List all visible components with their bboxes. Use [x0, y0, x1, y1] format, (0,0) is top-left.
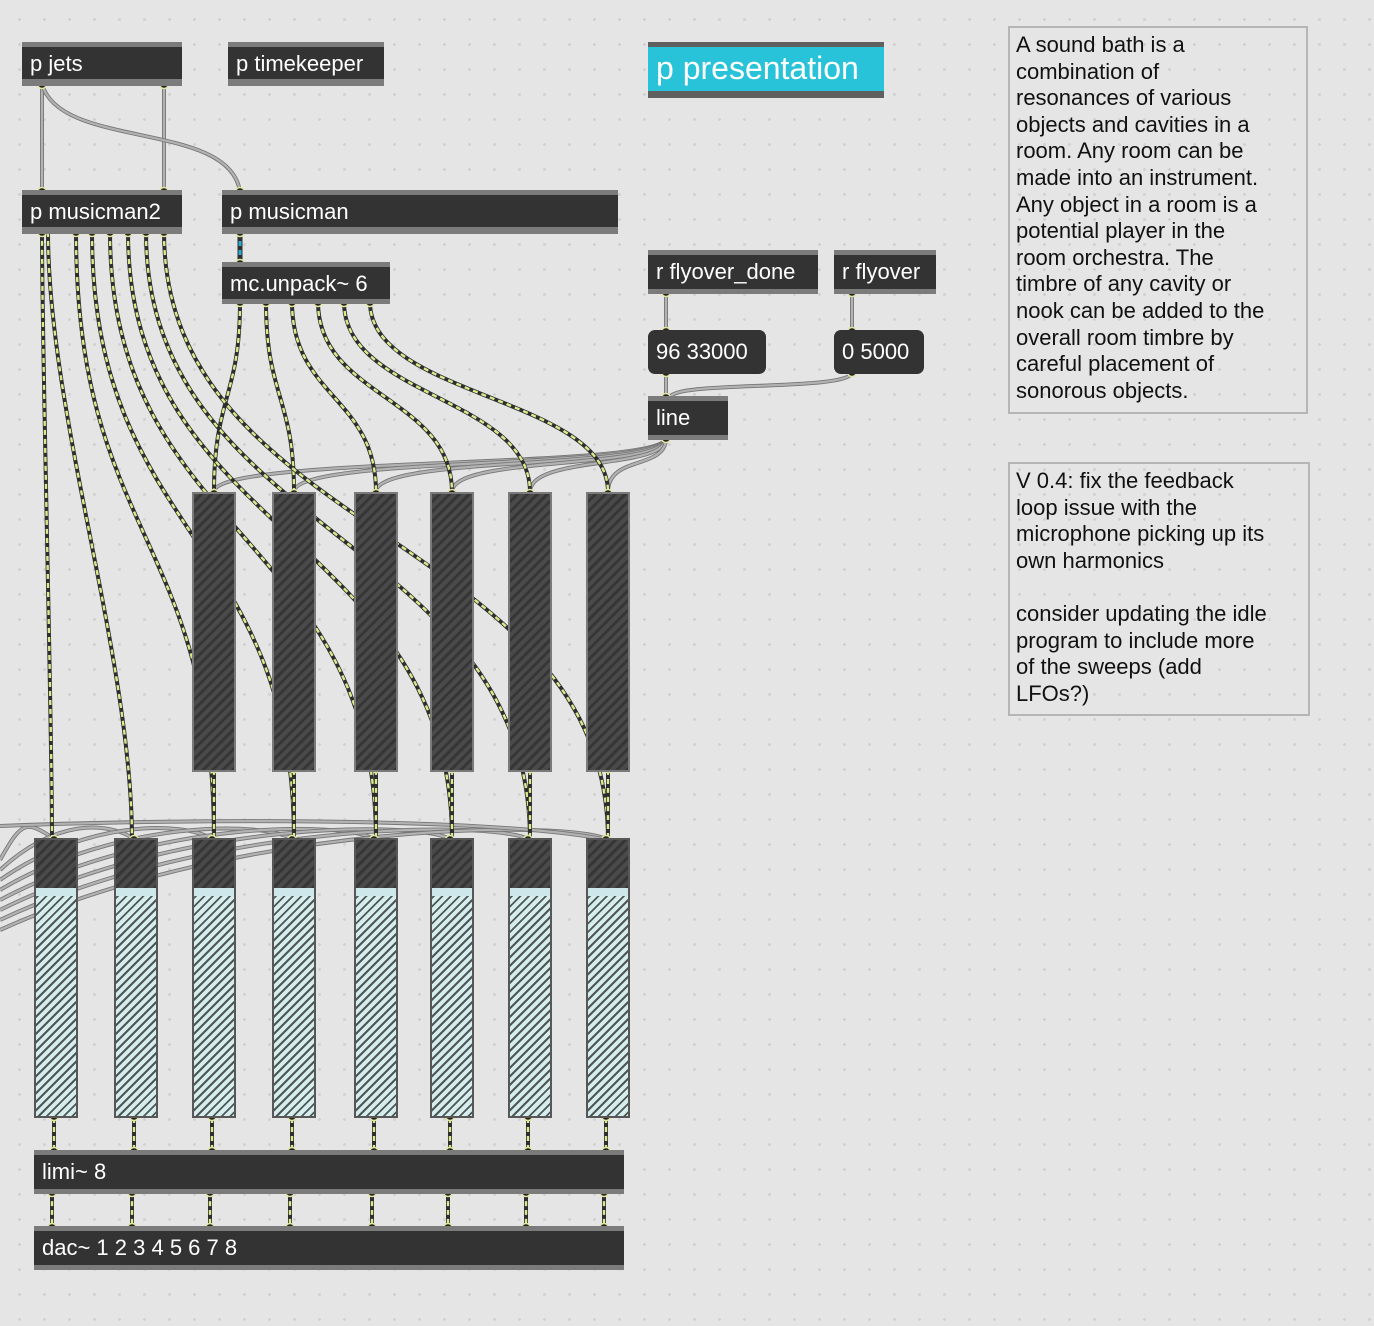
- gain-slider-4[interactable]: [272, 838, 316, 1118]
- comment-line: resonances of various: [1016, 85, 1232, 111]
- gain-slider-1[interactable]: [34, 838, 78, 1118]
- gain-slider-5-empty: [356, 840, 396, 888]
- level-slider-5[interactable]: [508, 492, 552, 772]
- gain-slider-8[interactable]: [586, 838, 630, 1118]
- comment-line: of the sweeps (add: [1016, 654, 1202, 680]
- comment-line: consider updating the idle: [1016, 600, 1267, 626]
- comment-line: overall room timbre by: [1016, 324, 1234, 350]
- cord-unpack-to-slider-5[interactable]: [342, 301, 532, 493]
- gain-slider-6[interactable]: [430, 838, 474, 1118]
- comment-line: made into an instrument.: [1016, 164, 1259, 190]
- gain-slider-3[interactable]: [192, 838, 236, 1118]
- p-timekeeper-label: p timekeeper: [236, 51, 364, 76]
- level-slider-2[interactable]: [272, 492, 316, 772]
- comment-line: V 0.4: fix the feedback: [1016, 468, 1234, 493]
- p-musicman2-object[interactable]: p musicman2: [22, 190, 182, 234]
- comment-line: loop issue with the: [1016, 494, 1197, 520]
- r-flyover-object[interactable]: r flyover: [834, 250, 936, 294]
- cord-send-to-gain-7[interactable]: [0, 827, 532, 922]
- cord-musicman2-to-gain-7[interactable]: [144, 231, 532, 841]
- gain-slider-8-empty: [588, 840, 628, 888]
- r-flyover-done-label: r flyover_done: [656, 259, 796, 284]
- gain-slider-3-level: [194, 888, 234, 896]
- gain-slider-5[interactable]: [354, 838, 398, 1118]
- cord-unpack-to-slider-4[interactable]: [316, 301, 454, 493]
- cord-send-to-gain-3[interactable]: [0, 826, 216, 882]
- gain-slider-1-level: [36, 888, 76, 896]
- level-slider-6[interactable]: [586, 492, 630, 772]
- p-jets-label: p jets: [30, 51, 83, 76]
- cord-unpack-to-slider-3[interactable]: [290, 301, 378, 493]
- comment-line: [1016, 574, 1302, 601]
- cord-send-to-gain-1[interactable]: [0, 824, 58, 861]
- dac-label: dac~ 1 2 3 4 5 6 7 8: [42, 1235, 238, 1260]
- p-jets-object[interactable]: p jets: [22, 42, 182, 86]
- comment-line: LFOs?): [1016, 680, 1090, 706]
- gain-slider-6-empty: [432, 840, 472, 888]
- gain-slider-4-empty: [274, 840, 314, 888]
- gain-slider-4-level: [274, 888, 314, 896]
- comment-line: program to include more: [1016, 627, 1255, 653]
- r-flyover-done-object[interactable]: r flyover_done: [648, 250, 818, 294]
- comment-line: nook can be added to the: [1016, 297, 1265, 323]
- cord-unpack-to-slider-2[interactable]: [264, 301, 296, 493]
- cord-musicman2-to-gain-1[interactable]: [40, 231, 54, 841]
- comment-line: room orchestra. The: [1016, 244, 1214, 270]
- p-musicman-object[interactable]: p musicman: [222, 190, 618, 234]
- gain-slider-8-level: [588, 888, 628, 896]
- cord-line-to-slider-6[interactable]: [606, 437, 668, 493]
- comment-line: timbre of any cavity or: [1016, 271, 1232, 297]
- gain-slider-1-empty: [36, 840, 76, 888]
- message-0-5000[interactable]: 0 5000: [834, 330, 924, 374]
- message-96-33000[interactable]: 96 33000: [648, 330, 766, 374]
- comment-line: A sound bath is a: [1016, 32, 1185, 57]
- gain-slider-2[interactable]: [114, 838, 158, 1118]
- r-flyover-label: r flyover: [842, 259, 921, 284]
- comment-line: room. Any room can be: [1016, 138, 1244, 164]
- sound-bath-comment[interactable]: A sound bath is a combination of resonan…: [1008, 26, 1308, 414]
- dac-object[interactable]: dac~ 1 2 3 4 5 6 7 8: [34, 1226, 624, 1270]
- message-96-33000-text: 96 33000: [656, 339, 748, 364]
- comment-line: potential player in the: [1016, 218, 1226, 244]
- cord-musicman2-to-gain-2[interactable]: [46, 231, 134, 841]
- comment-line: objects and cavities in a: [1016, 111, 1250, 137]
- gain-slider-7-level: [510, 888, 550, 896]
- p-timekeeper-object[interactable]: p timekeeper: [228, 42, 384, 86]
- p-musicman2-label: p musicman2: [30, 199, 161, 224]
- message-0-5000-text: 0 5000: [842, 339, 910, 364]
- level-slider-1[interactable]: [192, 492, 236, 772]
- mc-unpack-label: mc.unpack~ 6: [230, 271, 368, 296]
- p-presentation-label: p presentation: [656, 50, 859, 86]
- line-object[interactable]: line: [648, 396, 728, 440]
- cord-message2-to-line[interactable]: [668, 370, 854, 400]
- gain-slider-2-empty: [116, 840, 156, 888]
- gain-slider-3-empty: [194, 840, 234, 888]
- line-label: line: [656, 405, 691, 430]
- gain-slider-6-level: [432, 888, 472, 896]
- comment-line: microphone picking up its: [1016, 521, 1265, 547]
- comment-line: combination of: [1016, 58, 1160, 84]
- p-presentation-object[interactable]: p presentation: [648, 42, 884, 98]
- level-slider-4[interactable]: [430, 492, 474, 772]
- comment-line: Any object in a room is a: [1016, 191, 1257, 217]
- cord-send-top[interactable]: [0, 819, 609, 842]
- cord-unpack-to-slider-6[interactable]: [368, 301, 610, 493]
- p-musicman-label: p musicman: [230, 199, 349, 224]
- limi-label: limi~ 8: [42, 1159, 107, 1184]
- comment-line: careful placement of: [1016, 351, 1215, 377]
- level-slider-3[interactable]: [354, 492, 398, 772]
- cord-send-to-gain-2[interactable]: [0, 825, 138, 872]
- gain-slider-7[interactable]: [508, 838, 552, 1118]
- cord-jets-to-musicman[interactable]: [40, 83, 242, 193]
- gain-slider-2-level: [116, 888, 156, 896]
- limi-object[interactable]: limi~ 8: [34, 1150, 624, 1194]
- comment-line: own harmonics: [1016, 547, 1164, 573]
- comment-line: sonorous objects.: [1016, 377, 1189, 403]
- version-note-comment[interactable]: V 0.4: fix the feedback loop issue with …: [1008, 462, 1310, 716]
- gain-slider-5-level: [356, 888, 396, 896]
- gain-slider-7-empty: [510, 840, 550, 888]
- mc-unpack-object[interactable]: mc.unpack~ 6: [222, 262, 390, 304]
